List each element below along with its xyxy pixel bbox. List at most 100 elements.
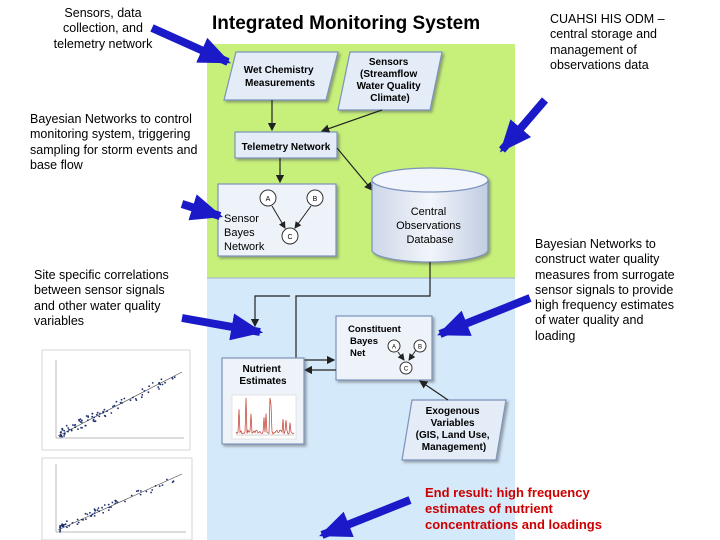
scatter-point [91,412,94,415]
scatter-point [87,419,89,421]
scatter-point [93,515,96,517]
scatter-point [59,435,61,438]
scatter-point [108,506,111,509]
scatter-point [161,383,164,386]
scatter-point [59,529,62,532]
scatter-point [114,502,117,505]
scatter-point [107,503,110,506]
constituent-edge-ac [397,351,405,361]
scatter-point [147,391,150,394]
scatter-point [89,511,91,514]
constituent-bayes-label: Constituent Bayes Net [348,324,403,359]
scatter-point [143,390,146,392]
blue-arrow-odm [498,97,549,153]
scatter-point [137,489,140,492]
sensors-box [337,51,443,111]
scatter-1-points [59,376,176,438]
scatter-point [76,518,79,521]
scatter-point [91,415,94,418]
scatter-point [67,427,70,429]
sensor-bayes-node-c-label: C [287,234,292,241]
scatter-point [172,480,175,483]
scatter-point [84,424,87,427]
scatter-point [102,511,105,514]
scatter-point [90,515,92,518]
scatter-point [158,485,161,488]
scatter-point [104,415,107,418]
scatter-point [151,489,154,491]
scatter-point [68,524,71,527]
blue-arrow-end-result [319,496,412,539]
scatter-point [74,424,77,426]
scatter-point [78,420,81,422]
scatter-point [113,404,116,407]
scatter-point [67,430,69,433]
scatter-point [93,416,96,419]
scatter-point [148,385,151,388]
constituent-node-c-label: C [404,367,409,373]
scatter-point [64,523,67,526]
scatter-point [158,381,161,384]
scatter-point [103,408,106,411]
scatter-point [110,412,113,414]
sensor-bayes-node-b [306,189,324,207]
scatter-point [91,513,94,516]
scatter-point [61,523,64,526]
scatter-point [93,508,96,510]
scatter-point [124,500,126,503]
scatter-point [66,526,68,529]
scatter-point [63,429,66,432]
scatter-point [139,493,142,496]
annotation-end-result: End result: high frequency estimates of … [425,485,602,532]
scatter-point [106,410,108,413]
scatter-point [150,491,153,494]
constituent-node-a [387,339,401,353]
scatter-point [130,494,133,497]
scatter-plot-2 [41,457,193,540]
scatter-point [66,520,68,522]
scatter-point [98,510,101,513]
scatter-point [111,501,114,504]
scatter-point [132,396,134,399]
constituent-node-b-label: B [418,345,422,351]
sensor-bayes-label: Sensor Bayes Network [224,213,265,253]
blue-arrow-sensors [150,24,231,66]
blue-arrow-site-correlations [181,313,264,341]
scatter-point [164,381,167,384]
scatter-point [87,416,90,418]
sensor-bayes-edge-ac [271,205,286,229]
constituent-edge-bc [408,349,417,361]
scatter-point [94,509,97,512]
scatter-point [121,402,123,404]
scatter-point [96,509,99,512]
constituent-node-b [413,339,427,353]
scatter-point [160,378,163,381]
sensors-label: Sensors (Streamflow Water Quality Climat… [357,57,424,104]
scatter-point [115,400,118,403]
annotation-sensors-network: Sensors, data collection, and telemetry … [53,6,153,51]
scatter-point [59,526,62,529]
scatter-point [141,394,144,396]
scatter-point [154,485,157,487]
scatter-point [61,428,64,431]
scatter-point [107,509,110,511]
scatter-point [171,377,174,380]
scatter-point [60,431,62,433]
scatter-point [63,432,66,435]
annotation-bayes-control: Bayesian Networks to control monitoring … [30,112,198,172]
scatter-point [129,399,132,402]
scatter-point [59,530,61,533]
arrow-telemetry-to-database [336,147,373,191]
blue-arrow-bayes-construct [437,294,532,338]
page-title: Integrated Monitoring System [212,13,481,34]
scatter-point [120,398,123,401]
blue-arrow-bayes-control [180,194,224,221]
scatter-point [81,518,83,521]
scatter-point [86,513,89,516]
scatter-point [102,411,104,414]
scatter-point [161,484,164,486]
scatter-point [70,428,73,431]
scatter-point [103,504,106,506]
annotation-site-correlations: Site specific correlations between senso… [34,268,169,328]
